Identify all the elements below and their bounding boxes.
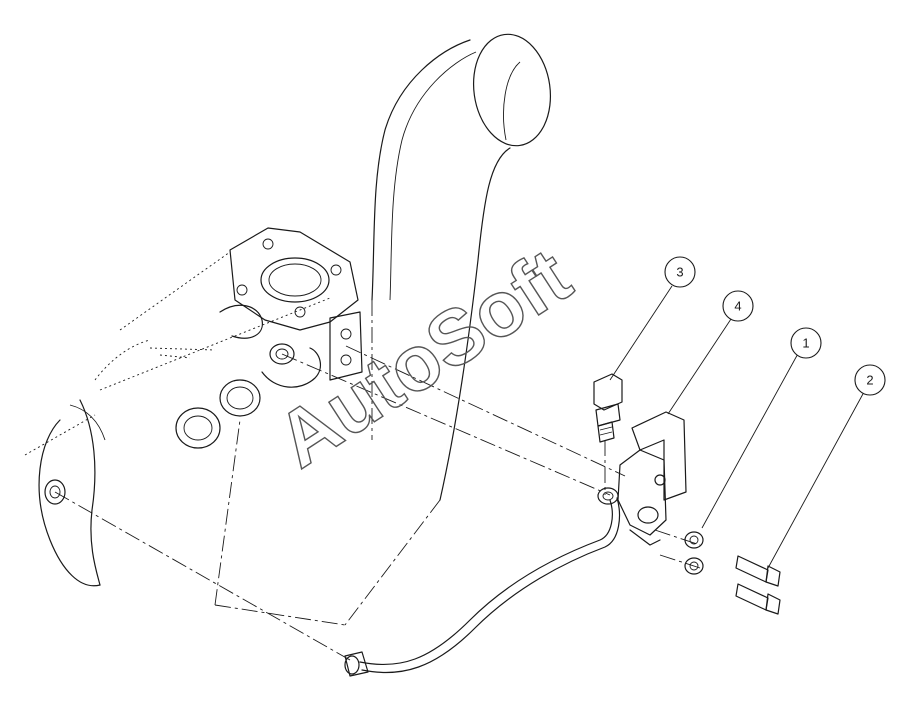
leader-lines bbox=[609, 285, 865, 569]
callout-2-label: 2 bbox=[866, 373, 873, 388]
callout-4-label: 4 bbox=[734, 299, 741, 314]
manifold-housing bbox=[24, 227, 363, 587]
pressure-sensor bbox=[593, 373, 623, 443]
intake-pipe bbox=[371, 33, 552, 501]
watermark-text: AutoSoft bbox=[261, 231, 585, 484]
callout-1: 1 bbox=[790, 327, 822, 359]
callout-4: 4 bbox=[722, 290, 754, 322]
projection-lines bbox=[54, 300, 701, 661]
callout-1-label: 1 bbox=[802, 336, 809, 351]
washers bbox=[684, 531, 704, 575]
callout-3-label: 3 bbox=[676, 265, 683, 280]
callout-3: 3 bbox=[664, 256, 696, 288]
tube-line bbox=[344, 497, 620, 677]
bolts bbox=[735, 555, 781, 615]
bracket bbox=[597, 411, 687, 546]
callout-2: 2 bbox=[854, 364, 886, 396]
